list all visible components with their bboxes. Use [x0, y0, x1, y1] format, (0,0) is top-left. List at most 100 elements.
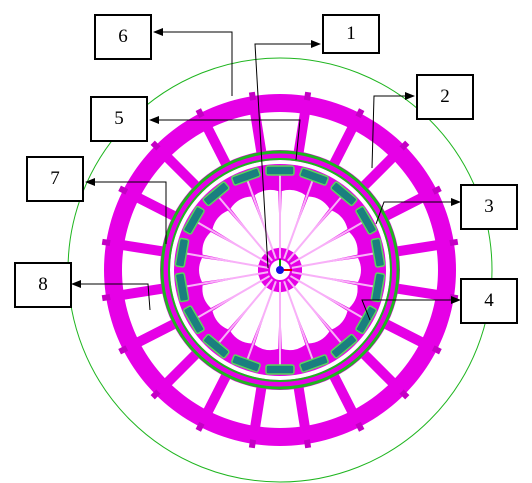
yoke-tick	[399, 389, 410, 400]
magnet-block	[174, 237, 190, 268]
leader-3	[375, 198, 461, 225]
rotor-hole	[230, 196, 273, 253]
inner-spoke	[286, 278, 343, 345]
outer-spoke	[358, 348, 399, 389]
magnet-block	[370, 237, 386, 268]
magnet-block	[231, 167, 261, 186]
rotor-hole	[299, 273, 358, 308]
callout-2: 2	[416, 74, 474, 120]
magnet-block	[299, 167, 329, 186]
rotor-hole	[287, 196, 330, 253]
outer-spoke	[133, 318, 179, 349]
outer-spoke	[393, 283, 441, 301]
yoke-tick	[431, 185, 442, 195]
inner-spoke	[279, 174, 281, 258]
outer-spoke	[161, 151, 202, 192]
rotor-hole	[254, 189, 281, 250]
outer-spoke	[393, 239, 441, 257]
yoke-tick	[150, 389, 161, 400]
yoke-tick	[449, 238, 459, 247]
rotor-hole	[299, 232, 358, 267]
leader-6	[153, 28, 233, 96]
leader-5	[149, 116, 301, 161]
outer-spokes	[119, 109, 441, 431]
yoke-tick	[355, 421, 365, 432]
leader-7	[85, 178, 167, 244]
rotor-hole	[254, 290, 281, 351]
outer-spoke	[201, 371, 232, 417]
callout-3: 3	[460, 184, 518, 230]
inner-spoke	[217, 278, 274, 345]
yoke-tick	[101, 238, 111, 247]
inner-spoke	[286, 195, 343, 262]
leader-2	[371, 92, 415, 169]
coil-ring-outer	[160, 150, 400, 390]
rotor-hole	[212, 281, 266, 330]
outer-spoke	[161, 348, 202, 389]
rotor-hole	[230, 287, 273, 344]
yoke-tick	[355, 108, 365, 119]
inner-spoke	[185, 252, 269, 269]
magnet-block	[265, 364, 295, 375]
magnet-block	[370, 272, 386, 303]
yoke-tick	[195, 108, 205, 119]
rotor-hole	[287, 287, 330, 344]
inner-spoke	[185, 271, 269, 288]
yoke-tick	[248, 91, 257, 101]
rotor-holes	[199, 189, 361, 351]
inner-spoke	[289, 275, 364, 319]
magnet-block	[299, 354, 329, 373]
rotor-hole	[294, 281, 348, 330]
inner-spoke	[291, 252, 375, 269]
outer-spoke	[358, 151, 399, 192]
yoke-tick	[399, 140, 410, 151]
magnet-block	[330, 333, 358, 359]
rotor-hole	[294, 210, 348, 259]
outer-spoke	[119, 283, 167, 301]
magnet-blocks	[174, 165, 386, 375]
origin-dot	[276, 266, 284, 274]
rotor-hole	[279, 290, 306, 351]
yoke-tick	[150, 140, 161, 151]
magnet-block	[174, 272, 190, 303]
outer-spoke	[381, 191, 427, 222]
callout-5: 5	[90, 96, 148, 142]
callout-8: 8	[14, 262, 72, 308]
yoke-tick	[303, 91, 312, 101]
leader-lines	[71, 28, 461, 321]
outer-spoke	[293, 383, 311, 431]
outer-spoke	[249, 383, 267, 431]
leader-4	[361, 296, 461, 321]
outer-spoke	[293, 109, 311, 157]
inner-spoke	[289, 221, 364, 265]
callout-1: 1	[322, 14, 380, 54]
yoke-tick	[248, 439, 257, 449]
inner-spoke	[217, 195, 274, 262]
coil-ring-inner	[168, 158, 392, 382]
yoke-tick	[118, 345, 129, 355]
rotor-hole	[202, 273, 261, 308]
inner-spoke	[283, 280, 314, 361]
inner-spoke	[291, 271, 375, 288]
magnet-block	[265, 165, 295, 176]
inner-spoke	[196, 221, 271, 265]
outer-spoke	[249, 109, 267, 157]
magnet-block	[202, 333, 230, 359]
inner-spoke	[196, 275, 271, 319]
yoke-tick	[195, 421, 205, 432]
yoke-tick	[118, 185, 129, 195]
inner-spoke	[246, 280, 277, 361]
outer-spoke	[328, 371, 359, 417]
inner-spoke	[246, 179, 277, 260]
yoke-tick	[101, 293, 111, 302]
inner-spoke	[279, 282, 281, 366]
callout-4: 4	[460, 278, 518, 324]
outer-spoke	[119, 239, 167, 257]
magnet-block	[355, 205, 378, 235]
rotor-hole	[202, 232, 261, 267]
magnet-block	[330, 181, 358, 207]
rotor-hole	[212, 210, 266, 259]
inner-spoke	[283, 179, 314, 260]
outer-spoke	[381, 318, 427, 349]
